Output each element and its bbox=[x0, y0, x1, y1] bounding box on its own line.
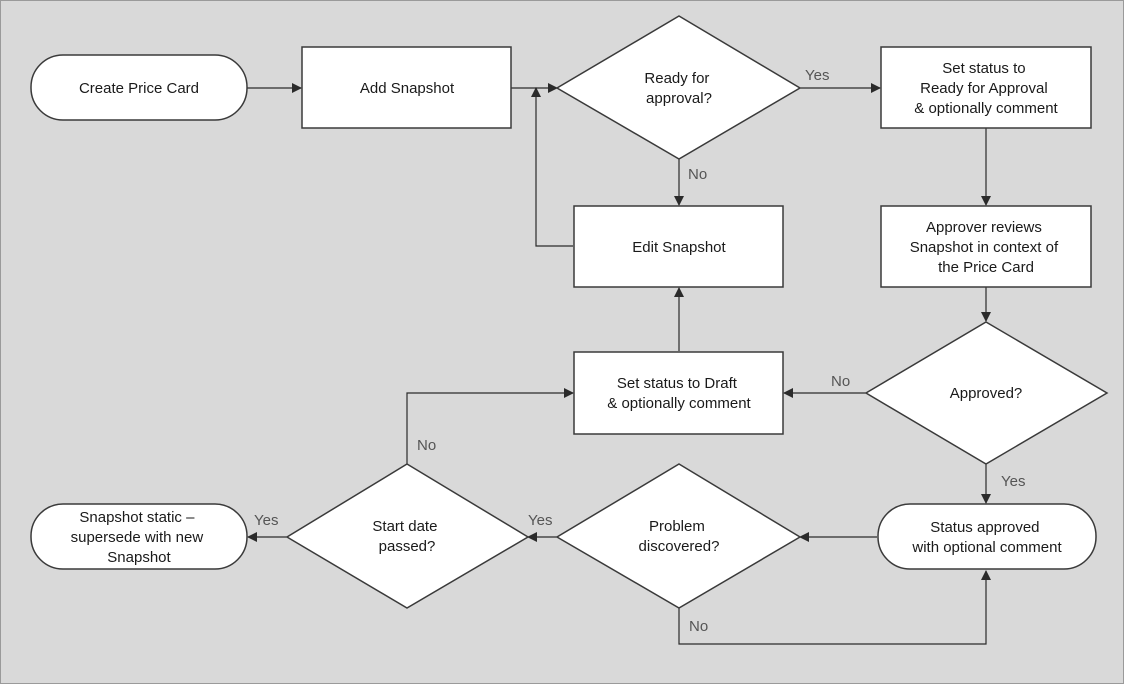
node-approved-decision bbox=[864, 321, 1109, 465]
node-problem-decision bbox=[555, 463, 802, 609]
node-set-status-draft bbox=[573, 351, 784, 435]
edge-edit-to-add bbox=[531, 87, 573, 247]
node-edit-snapshot-text: Edit Snapshot bbox=[632, 239, 726, 256]
node-approver-reviews-text: Approver reviews Snapshot in context of … bbox=[910, 219, 1063, 276]
edge-label-start-no: No bbox=[417, 437, 436, 454]
node-ready-for-approval-text: Ready for approval? bbox=[644, 70, 713, 107]
node-add-snapshot bbox=[301, 46, 512, 129]
edge-problem-no bbox=[678, 570, 991, 645]
node-approver-reviews bbox=[880, 205, 1092, 288]
node-start-date-text: Start date passed? bbox=[372, 518, 441, 555]
edge-label-problem-no: No bbox=[689, 618, 708, 635]
node-create-price-card-text: Create Price Card bbox=[79, 80, 199, 97]
edge-label-start-yes: Yes bbox=[254, 512, 278, 529]
node-create-price-card bbox=[30, 54, 248, 121]
node-set-status-ready-text: Set status to Ready for Approval & optio… bbox=[914, 60, 1058, 117]
node-approved-text: Approved? bbox=[950, 385, 1023, 402]
edge-label-ready-yes: Yes bbox=[805, 67, 829, 84]
node-ready-for-approval-decision bbox=[555, 15, 802, 160]
edge-start-no bbox=[406, 388, 574, 464]
edge-label-approved-yes: Yes bbox=[1001, 473, 1025, 490]
edge-label-problem-yes: Yes bbox=[528, 512, 552, 529]
node-edit-snapshot bbox=[573, 205, 784, 288]
edge-label-approved-no: No bbox=[831, 373, 850, 390]
node-start-date-decision bbox=[285, 463, 530, 609]
node-snapshot-static-text: Snapshot static – supersede with new Sna… bbox=[71, 509, 208, 566]
node-set-status-ready bbox=[880, 46, 1092, 129]
node-status-approved bbox=[877, 503, 1097, 570]
node-add-snapshot-text: Add Snapshot bbox=[360, 80, 455, 97]
edge-label-ready-no: No bbox=[688, 166, 707, 183]
node-status-approved-text: Status approved with optional comment bbox=[911, 519, 1062, 556]
node-snapshot-static bbox=[30, 503, 248, 570]
node-set-status-draft-text: Set status to Draft & optionally comment bbox=[607, 375, 751, 412]
node-problem-text: Problem discovered? bbox=[639, 518, 720, 555]
